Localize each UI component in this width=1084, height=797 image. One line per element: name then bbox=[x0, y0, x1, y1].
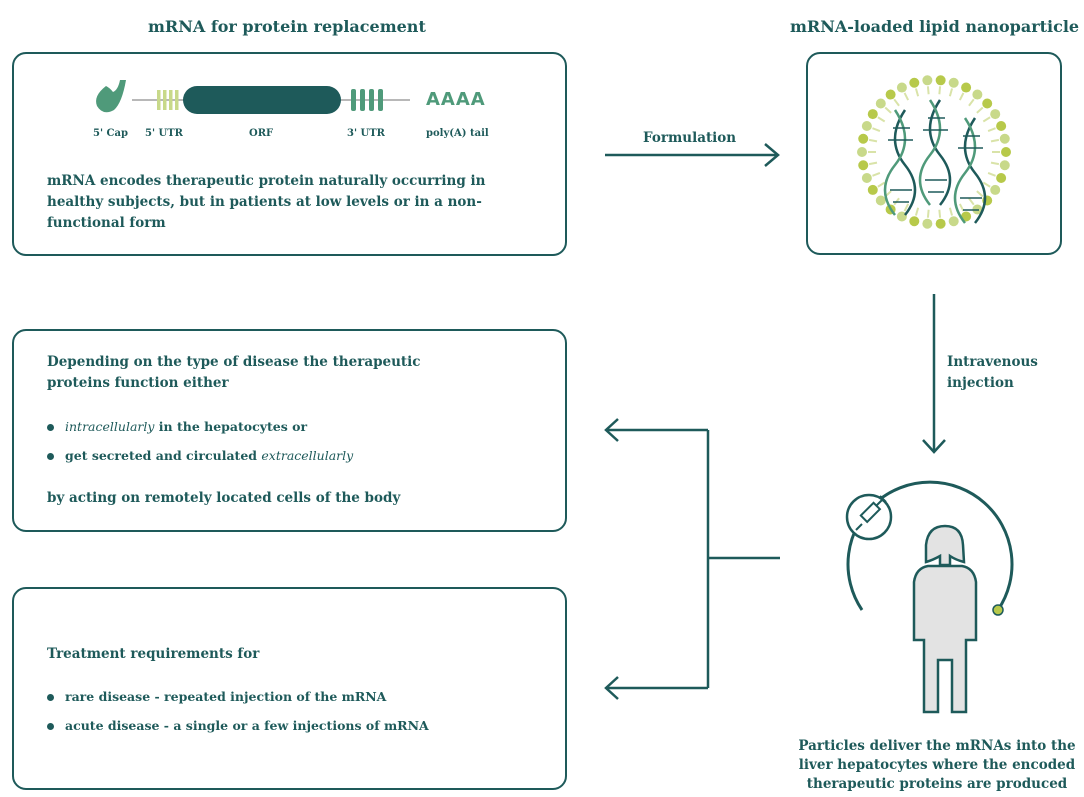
italic-term: extracellularly bbox=[261, 448, 354, 463]
iv-injection-label-line1: Intravenous bbox=[947, 354, 1038, 370]
lipid-dot bbox=[996, 120, 1007, 131]
lipid-dot bbox=[935, 218, 946, 229]
lipid-dot bbox=[961, 82, 972, 93]
lipid-dot bbox=[861, 120, 872, 131]
function-heading: Depending on the type of disease the the… bbox=[47, 354, 421, 391]
iv-injection-label-line2: injection bbox=[947, 375, 1014, 391]
lipid-tail bbox=[938, 209, 942, 218]
left-title: mRNA for protein replacement bbox=[148, 17, 426, 36]
function-bullet-intracellular: intracellularly in the hepatocytes or bbox=[47, 419, 307, 434]
lipid-tail bbox=[914, 88, 920, 97]
lipid-dot bbox=[858, 160, 869, 171]
lipid-tail bbox=[893, 98, 900, 107]
lipid-tail bbox=[914, 207, 920, 216]
lipid-dot bbox=[896, 82, 907, 93]
lipid-tail bbox=[982, 181, 991, 188]
treatment-bullet-acute: acute disease - a single or a few inject… bbox=[47, 718, 429, 733]
lipid-dot bbox=[875, 195, 886, 206]
right-title: mRNA-loaded lipid nanoparticle bbox=[790, 17, 1080, 36]
lipid-tail bbox=[987, 172, 996, 177]
return-arrows bbox=[604, 418, 780, 700]
cap-label: 5' Cap bbox=[93, 128, 128, 139]
lipid-dot bbox=[948, 216, 959, 227]
lipid-tail bbox=[968, 197, 975, 206]
nanoparticle-box bbox=[806, 52, 1062, 255]
bullet-text: get secreted and circulated bbox=[65, 448, 262, 463]
protein-function-box bbox=[12, 329, 567, 532]
lipid-tail bbox=[868, 161, 878, 166]
lipid-dot bbox=[972, 89, 983, 100]
lipid-dot bbox=[858, 133, 869, 144]
lipid-tail bbox=[990, 161, 1000, 166]
treatment-requirements-box bbox=[12, 587, 567, 790]
lipid-dot bbox=[990, 184, 1001, 195]
orf-block bbox=[183, 86, 341, 114]
lipid-dot bbox=[861, 173, 872, 184]
lipid-tail bbox=[926, 86, 930, 95]
lipid-dot bbox=[996, 173, 1007, 184]
lipid-tail bbox=[877, 116, 886, 123]
function-bullet-extracellular: get secreted and circulated extracellula… bbox=[47, 448, 353, 463]
lipid-tail bbox=[976, 106, 984, 114]
lipid-dot bbox=[1001, 147, 1011, 157]
polya-label: poly(A) tail bbox=[426, 128, 489, 139]
treatment-heading: Treatment requirements for bbox=[47, 646, 260, 662]
lipid-dot bbox=[875, 98, 886, 109]
patient-caption: Particles deliver the mRNAs into the liv… bbox=[798, 738, 1076, 792]
lipid-tail bbox=[958, 203, 965, 212]
lipid-tail bbox=[948, 207, 954, 216]
lipid-dot bbox=[935, 75, 946, 86]
lipid-tail bbox=[872, 172, 881, 177]
lipid-dot bbox=[990, 109, 1001, 120]
lipid-dot bbox=[909, 77, 920, 88]
orf-label: ORF bbox=[249, 128, 274, 139]
treatment-bullet-rare: rare disease - repeated injection of the… bbox=[47, 689, 386, 704]
lipid-tail bbox=[958, 92, 965, 101]
formulation-arrow bbox=[605, 143, 780, 167]
mrna-description: mRNA encodes therapeutic protein natural… bbox=[47, 173, 486, 231]
lipid-tail bbox=[982, 116, 991, 123]
lipid-tail bbox=[868, 138, 878, 143]
lipid-dot bbox=[909, 216, 920, 227]
lipid-tail bbox=[968, 98, 975, 107]
lipid-tail bbox=[938, 86, 942, 95]
lipid-nanoparticle-icon bbox=[857, 75, 1011, 229]
lipid-tail bbox=[884, 106, 892, 114]
lipid-tail bbox=[903, 92, 910, 101]
lipid-dot bbox=[982, 98, 993, 109]
bullet-text: in the hepatocytes or bbox=[154, 419, 308, 434]
patient-figure-icon bbox=[845, 480, 1014, 714]
cap-icon bbox=[96, 80, 126, 113]
italic-term: intracellularly bbox=[65, 419, 155, 434]
lipid-dot bbox=[961, 211, 972, 222]
polya-sequence: AAAA bbox=[426, 89, 486, 110]
iv-injection-arrow bbox=[922, 294, 946, 454]
utr5-label: 5' UTR bbox=[145, 128, 183, 139]
lipid-tail bbox=[872, 127, 881, 132]
lipid-tail bbox=[903, 203, 910, 212]
lipid-dot bbox=[867, 184, 878, 195]
lipid-tail bbox=[987, 127, 996, 132]
utr3-label: 3' UTR bbox=[347, 128, 385, 139]
lipid-tail bbox=[976, 190, 984, 198]
lipid-dot bbox=[857, 147, 867, 157]
formulation-label: Formulation bbox=[643, 130, 737, 146]
lipid-dot bbox=[922, 75, 933, 86]
lipid-dot bbox=[948, 77, 959, 88]
lipid-tail bbox=[926, 209, 930, 218]
lipid-tail bbox=[877, 181, 886, 188]
lipid-dot bbox=[885, 89, 896, 100]
lipid-dot bbox=[999, 160, 1010, 171]
lipid-dot bbox=[922, 218, 933, 229]
mrna-construct-diagram bbox=[96, 80, 410, 114]
lipid-dot bbox=[999, 133, 1010, 144]
function-footer: by acting on remotely located cells of t… bbox=[47, 490, 401, 506]
lipid-tail bbox=[990, 138, 1000, 143]
lipid-tail bbox=[948, 88, 954, 97]
lipid-dot bbox=[867, 109, 878, 120]
